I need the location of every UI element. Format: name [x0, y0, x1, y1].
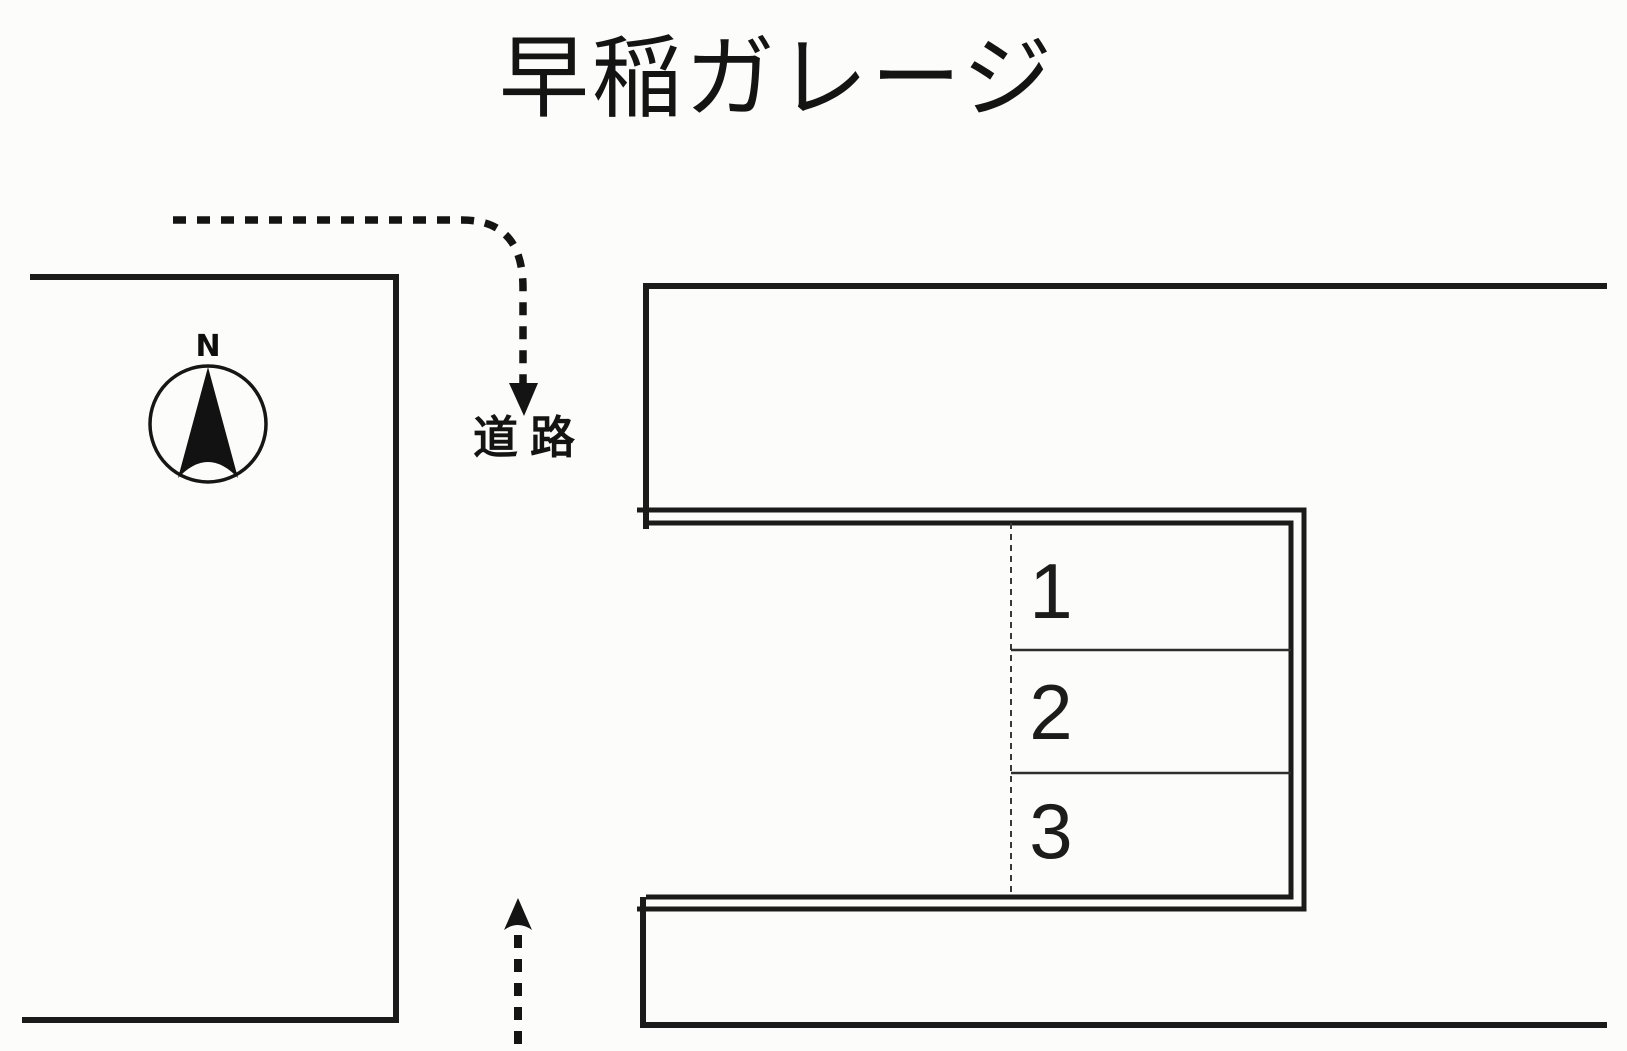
building-bottom-outline — [640, 897, 1607, 1028]
page-title: 早稲ガレージ — [498, 26, 1056, 131]
garage-wall-outer-line — [637, 507, 1307, 912]
entry-arrow-bottom-head-icon — [504, 898, 532, 930]
compass-circle — [148, 364, 268, 484]
stall-markings — [1010, 523, 1291, 897]
garage-wall — [637, 507, 1307, 912]
building-top-outline — [643, 283, 1607, 529]
left-parcel-outline — [22, 274, 399, 1023]
road-label: 道路 — [472, 411, 587, 464]
compass-north-label: N — [195, 329, 221, 364]
compass — [148, 364, 268, 484]
entry-arrow-bottom — [504, 898, 532, 1051]
stall-2-number: 2 — [1029, 668, 1073, 756]
stall-3-number: 3 — [1029, 787, 1073, 875]
stall-1-number: 1 — [1029, 547, 1073, 635]
garage-wall-inner-line — [646, 520, 1294, 900]
north-needle-icon — [178, 367, 238, 478]
road-arrow-top-dashed-line — [173, 216, 527, 384]
road-arrow-top-head-icon — [509, 383, 538, 416]
road-arrow-top — [173, 216, 538, 416]
